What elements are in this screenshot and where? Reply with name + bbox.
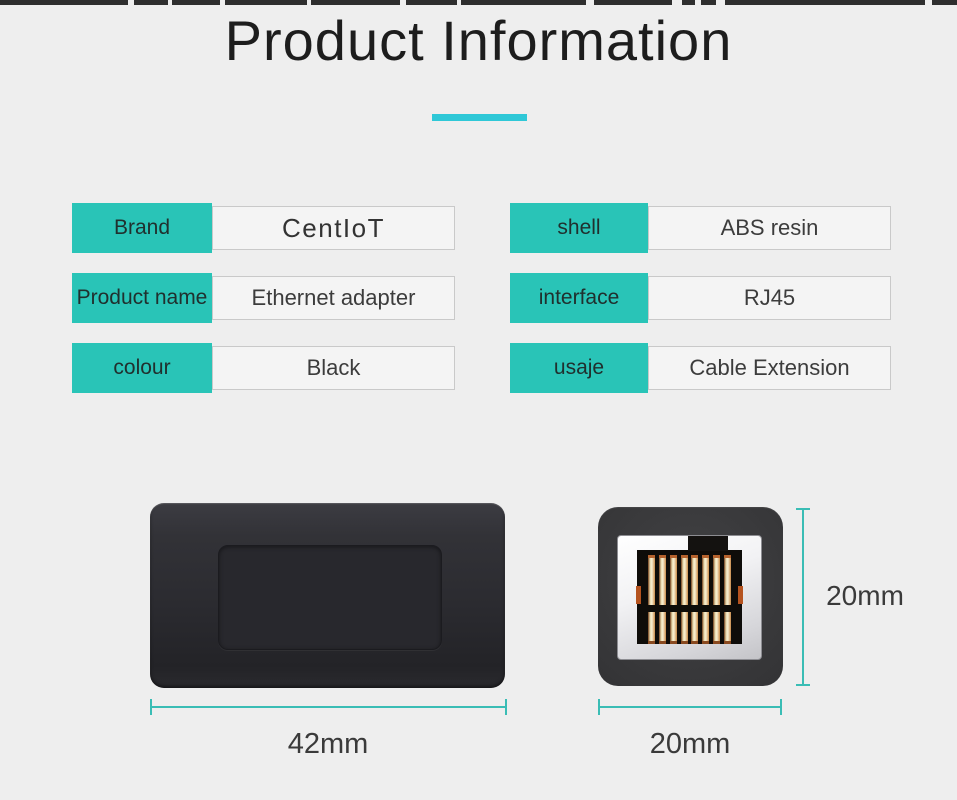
spec-value-usaje: Cable Extension — [648, 346, 891, 390]
rj45-side-contact — [636, 586, 641, 604]
rj45-pin — [669, 550, 677, 644]
rj45-pins — [648, 550, 731, 644]
strip-notch — [400, 0, 406, 5]
dim-label-42mm: 42mm — [287, 728, 369, 760]
rj45-pin — [658, 550, 666, 644]
strip-notch — [457, 0, 461, 5]
title-underline — [432, 114, 527, 121]
dim-label-20mm-height: 20mm — [826, 580, 904, 611]
ethernet-adapter-image — [150, 503, 505, 688]
spec-value-brand: CentIoT — [212, 206, 455, 250]
dim-line-20mm-horizontal — [598, 699, 782, 715]
rj45-pin — [691, 550, 699, 644]
strip-notch — [716, 0, 725, 5]
spec-label-product-name: Product name — [72, 273, 212, 323]
page-title: Product Information — [224, 9, 733, 72]
cropped-text-strip — [0, 0, 957, 5]
spec-label-colour: colour — [72, 343, 212, 393]
rj45-pin — [723, 550, 731, 644]
strip-notch — [586, 0, 594, 5]
rj45-pin — [702, 550, 710, 644]
rj45-pin — [648, 550, 655, 644]
strip-notch — [695, 0, 701, 5]
rj45-port-image — [598, 507, 783, 686]
dim-line-20mm-vertical — [796, 508, 810, 686]
rj45-pin — [713, 550, 721, 644]
strip-notch — [672, 0, 682, 5]
spec-value-interface: RJ45 — [648, 276, 891, 320]
spec-label-brand: Brand — [72, 203, 212, 253]
rj45-metal-frame — [617, 535, 762, 660]
dim-label-20mm-width: 20mm — [649, 728, 731, 760]
dim-line-42mm — [150, 699, 507, 715]
rj45-pin — [680, 550, 688, 644]
strip-notch — [168, 0, 172, 5]
adapter-recessed-panel — [218, 545, 442, 650]
spec-label-usaje: usaje — [510, 343, 648, 393]
strip-notch — [925, 0, 932, 5]
spec-value-product-name: Ethernet adapter — [212, 276, 455, 320]
strip-notch — [307, 0, 311, 5]
rj45-latch-notch — [688, 536, 728, 551]
spec-label-shell: shell — [510, 203, 648, 253]
spec-value-shell: ABS resin — [648, 206, 891, 250]
rj45-side-contact — [738, 586, 743, 604]
spec-label-interface: interface — [510, 273, 648, 323]
rj45-cavity — [636, 536, 743, 644]
strip-notch — [220, 0, 225, 5]
spec-value-colour: Black — [212, 346, 455, 390]
strip-notch — [128, 0, 134, 5]
